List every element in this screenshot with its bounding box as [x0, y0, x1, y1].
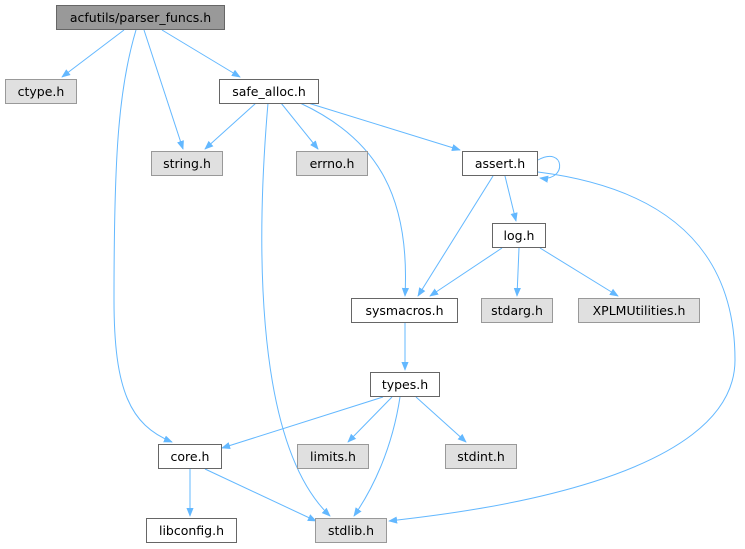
edge-assert-to-stdlib	[388, 171, 736, 524]
edge-root-to-core	[113, 29, 173, 443]
edge-types-to-limits	[347, 396, 393, 443]
edge-log-to-stdarg	[513, 247, 521, 297]
edge-root-to-safe_alloc	[161, 29, 241, 78]
edge-assert-to-assert	[537, 155, 561, 183]
edge-root-to-ctype	[61, 29, 125, 78]
node-core[interactable]: core.h	[158, 444, 222, 469]
edge-assert-to-log	[504, 175, 518, 222]
edge-log-to-xplm	[539, 247, 619, 297]
edge-safe_alloc-to-sysmacros	[299, 102, 410, 297]
node-stdint: stdint.h	[445, 444, 517, 469]
edge-core-to-stdlib	[204, 468, 317, 522]
node-xplm: XPLMUtilities.h	[578, 298, 700, 323]
node-libconfig[interactable]: libconfig.h	[146, 518, 237, 543]
node-types[interactable]: types.h	[370, 372, 440, 397]
node-ctype: ctype.h	[5, 79, 77, 104]
edge-types-to-stdint	[415, 396, 467, 443]
node-stdarg: stdarg.h	[481, 298, 553, 323]
node-stdlib: stdlib.h	[315, 518, 387, 543]
edge-safe_alloc-to-string	[204, 102, 257, 150]
edge-assert-to-sysmacros	[417, 175, 494, 297]
edge-log-to-sysmacros	[429, 247, 503, 297]
node-errno: errno.h	[296, 151, 368, 176]
edge-safe_alloc-to-errno	[280, 102, 319, 150]
node-limits: limits.h	[297, 444, 369, 469]
node-log[interactable]: log.h	[492, 223, 546, 248]
node-string: string.h	[151, 151, 223, 176]
node-root: acfutils/parser_funcs.h	[56, 5, 225, 30]
edge-types-to-stdlib	[353, 396, 401, 517]
edge-safe_alloc-to-stdlib	[261, 102, 331, 517]
edge-root-to-string	[143, 29, 184, 150]
node-assert[interactable]: assert.h	[462, 151, 538, 176]
node-safe-alloc[interactable]: safe_alloc.h	[219, 79, 319, 104]
edge-types-to-core	[221, 396, 384, 449]
edge-safe_alloc-to-assert	[307, 102, 461, 152]
node-sysmacros[interactable]: sysmacros.h	[351, 298, 458, 323]
